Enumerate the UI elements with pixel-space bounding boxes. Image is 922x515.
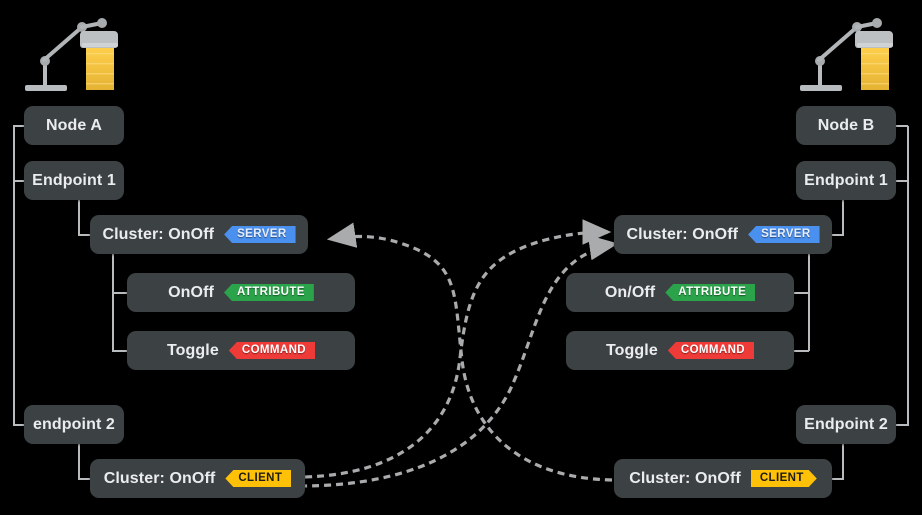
right-cluster-branch-v (808, 254, 810, 351)
right-endpoint2-branch-v (842, 444, 844, 479)
right-cluster-client-label: Cluster: OnOff (629, 469, 741, 487)
left-stub-node-a (13, 125, 25, 127)
right-stub-node-b (896, 125, 908, 127)
left-stub-endpoint-1 (13, 180, 25, 182)
right-branch-attribute (793, 292, 809, 294)
client-badge-right: CLIENT (751, 470, 817, 487)
right-cluster-onoff-server-box[interactable]: Cluster: OnOff SERVER (614, 215, 832, 254)
node-a-box[interactable]: Node A (24, 106, 124, 145)
right-endpoint-2-box[interactable]: Endpoint 2 (796, 405, 896, 444)
left-attribute-label: OnOff (168, 283, 214, 301)
server-badge-left: SERVER (224, 226, 296, 243)
left-endpoint-1-box[interactable]: Endpoint 1 (24, 161, 124, 200)
right-attribute-label: On/Off (604, 283, 656, 301)
right-cluster-onoff-client-box[interactable]: Cluster: OnOff CLIENT (614, 459, 832, 498)
left-stub-endpoint-2 (13, 424, 25, 426)
left-tree-spine (13, 126, 15, 426)
right-endpoint-1-box[interactable]: Endpoint 1 (796, 161, 896, 200)
left-command-label: Toggle (167, 341, 219, 359)
client-badge-left: CLIENT (225, 470, 292, 487)
node-a-label: Node A (45, 116, 102, 134)
server-badge-right: SERVER (748, 226, 820, 243)
right-endpoint1-branch-v (842, 200, 844, 235)
command-badge-right: COMMAND (667, 342, 754, 359)
left-endpoint-2-box[interactable]: endpoint 2 (24, 405, 124, 444)
right-attribute-onoff-box[interactable]: On/Off ATTRIBUTE (566, 273, 794, 312)
left-endpoint1-branch-h (78, 234, 92, 236)
right-endpoint2-branch-h (830, 478, 844, 480)
right-stub-endpoint-2 (896, 424, 908, 426)
right-command-toggle-box[interactable]: Toggle COMMAND (566, 331, 794, 370)
right-endpoint1-branch-h (830, 234, 844, 236)
left-endpoint2-branch-h (78, 478, 92, 480)
attribute-badge-right: ATTRIBUTE (665, 284, 756, 301)
left-branch-command (112, 350, 128, 352)
left-cluster-onoff-server-box[interactable]: Cluster: OnOff SERVER (90, 215, 308, 254)
left-endpoint-1-label: Endpoint 1 (32, 171, 116, 189)
right-command-label: Toggle (606, 341, 658, 359)
right-stub-endpoint-1 (896, 180, 908, 182)
left-cluster-onoff-client-box[interactable]: Cluster: OnOff CLIENT (90, 459, 305, 498)
left-cluster-server-label: Cluster: OnOff (102, 225, 215, 243)
right-tree-spine (907, 126, 909, 426)
node-b-box[interactable]: Node B (796, 106, 896, 145)
left-cluster-client-label: Cluster: OnOff (103, 469, 216, 487)
left-attribute-onoff-box[interactable]: OnOff ATTRIBUTE (127, 273, 355, 312)
command-badge-left: COMMAND (228, 342, 315, 359)
left-endpoint1-branch-v (78, 200, 80, 235)
attribute-badge-left: ATTRIBUTE (223, 284, 314, 301)
right-endpoint-1-label: Endpoint 1 (804, 171, 888, 189)
node-b-label: Node B (817, 116, 875, 134)
right-endpoint-2-label: Endpoint 2 (804, 415, 888, 433)
left-branch-attribute (112, 292, 128, 294)
right-cluster-server-label: Cluster: OnOff (626, 225, 739, 243)
left-command-toggle-box[interactable]: Toggle COMMAND (127, 331, 355, 370)
left-cluster-branch-v (112, 254, 114, 351)
desk-lamp-icon-left (20, 5, 130, 100)
right-branch-command (793, 350, 809, 352)
desk-lamp-icon-right (795, 5, 905, 100)
left-endpoint2-branch-v (78, 444, 80, 479)
left-endpoint-2-label: endpoint 2 (33, 415, 115, 433)
